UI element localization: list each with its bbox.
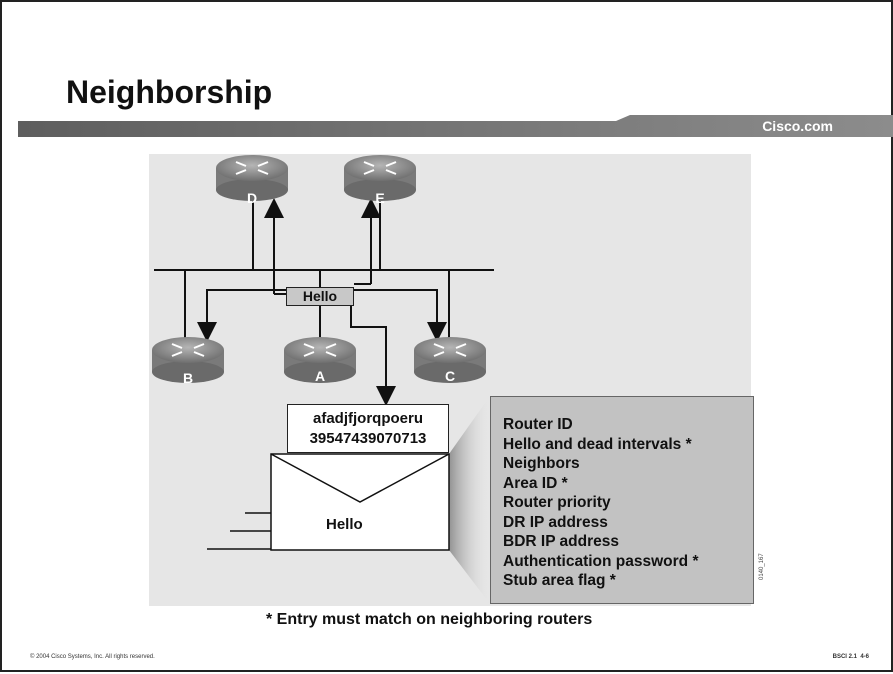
hello-packet: afadjfjorqpoeru 39547439070713 <box>287 404 449 453</box>
router-label: E <box>375 190 385 206</box>
title-band <box>18 115 893 137</box>
field-item: Authentication password * <box>503 552 699 570</box>
field-item: Area ID * <box>503 474 568 492</box>
router-label: B <box>182 370 194 386</box>
hello-arrow-to-c <box>354 289 447 342</box>
field-item: BDR IP address <box>503 533 620 550</box>
envelope-label: Hello <box>326 516 363 533</box>
footnote: * Entry must match on neighboring router… <box>266 611 593 628</box>
field-item: Hello and dead intervals * <box>503 435 692 453</box>
hello-arrow-to-packet <box>350 306 396 406</box>
projection-shade <box>449 396 490 604</box>
router-label: A <box>314 368 326 384</box>
field-item: Router priority <box>503 494 611 511</box>
router-label: C <box>444 368 456 384</box>
field-item: Neighbors <box>503 455 580 472</box>
router-d-icon <box>216 155 288 201</box>
router-b-icon <box>152 337 224 383</box>
packet-line: 39547439070713 <box>309 430 427 447</box>
page-number: 4-6 <box>860 654 869 660</box>
brand-label: Cisco.com <box>762 118 833 134</box>
field-item: Router ID <box>503 416 573 433</box>
course-code: BSCI 2.1 4-6 <box>833 654 869 660</box>
packet-line: afadjfjorqpoeru <box>312 410 423 427</box>
figure-id: 0140_167 <box>759 553 765 580</box>
router-e-icon <box>344 155 416 201</box>
field-item: DR IP address <box>503 513 608 531</box>
router-a-icon <box>284 337 356 383</box>
hello-tag: Hello <box>286 287 354 306</box>
router-label: D <box>246 190 258 206</box>
field-item: Stub area flag * <box>503 572 616 589</box>
router-c-icon <box>414 337 486 383</box>
slide-title: Neighborship <box>66 74 273 110</box>
copyright: © 2004 Cisco Systems, Inc. All rights re… <box>30 654 155 660</box>
hello-arrow-to-b <box>197 289 286 342</box>
hello-fields-box: Router ID Hello and dead intervals * Nei… <box>490 396 754 604</box>
course-code-label: BSCI 2.1 <box>832 654 857 660</box>
